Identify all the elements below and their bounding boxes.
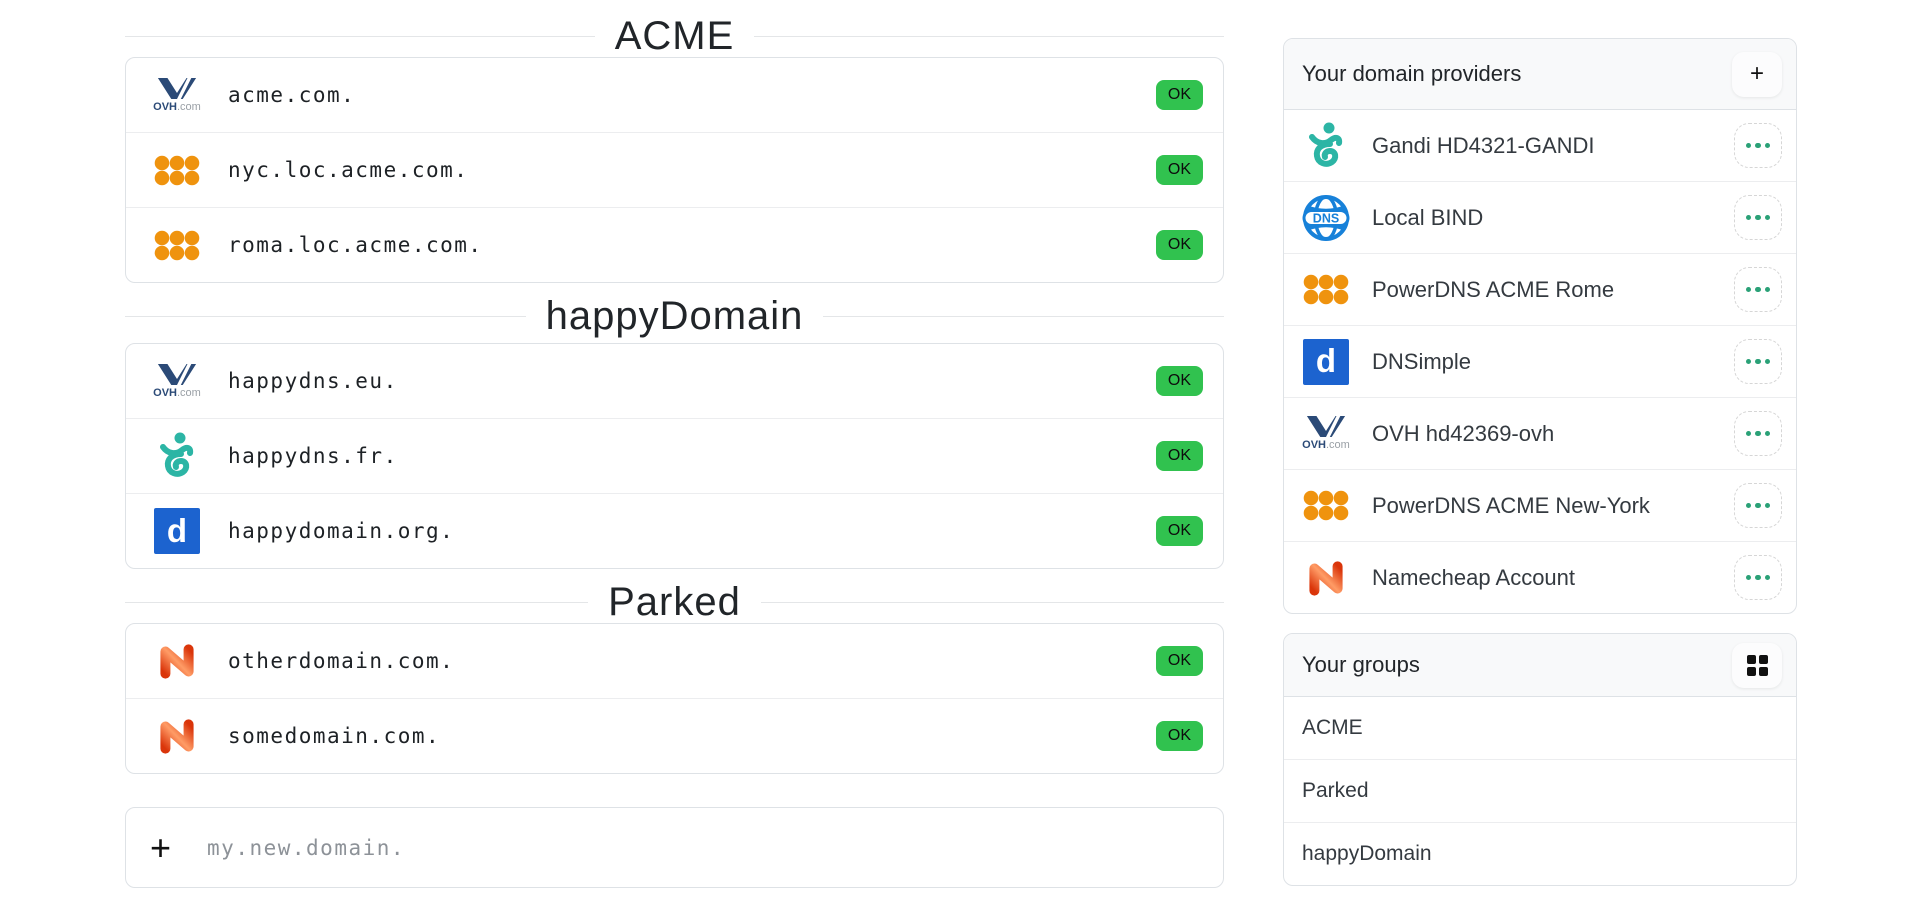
powerdns-icon: [146, 230, 208, 261]
provider-menu-button[interactable]: [1734, 411, 1782, 456]
provider-menu-button[interactable]: [1734, 483, 1782, 528]
gandi-icon: [1294, 122, 1358, 170]
provider-row[interactable]: Gandi HD4321-GANDI: [1284, 110, 1796, 182]
domain-row[interactable]: somedomain.com. OK: [126, 699, 1223, 773]
status-badge[interactable]: OK: [1155, 155, 1203, 185]
status-badge[interactable]: OK: [1155, 80, 1203, 110]
provider-menu-button[interactable]: [1734, 555, 1782, 600]
providers-card-title: Your domain providers: [1302, 61, 1522, 86]
add-provider-button[interactable]: +: [1732, 51, 1782, 97]
heading-divider: [754, 35, 1225, 37]
provider-row[interactable]: Namecheap Account: [1284, 542, 1796, 613]
status-badge[interactable]: OK: [1155, 646, 1203, 676]
provider-row[interactable]: PowerDNS ACME Rome: [1284, 254, 1796, 326]
provider-menu-button[interactable]: [1734, 123, 1782, 168]
group-title: Parked: [608, 579, 741, 624]
group-row[interactable]: ACME: [1284, 697, 1796, 760]
domain-group-card-acme: OVH.com acme.com. OK nyc.loc.acme.com. O…: [125, 57, 1224, 283]
status-badge[interactable]: OK: [1155, 230, 1203, 260]
provider-label: Local BIND: [1372, 204, 1484, 230]
providers-card-header: Your domain providers +: [1284, 39, 1796, 110]
status-badge[interactable]: OK: [1155, 516, 1203, 546]
domain-row[interactable]: otherdomain.com. OK: [126, 624, 1223, 699]
ovh-icon: OVH.com: [146, 363, 208, 399]
status-badge[interactable]: OK: [1155, 366, 1203, 396]
heading-divider: [760, 601, 1224, 603]
provider-menu-button[interactable]: [1734, 267, 1782, 312]
add-domain-card: +: [125, 807, 1224, 888]
domain-name: roma.loc.acme.com.: [228, 233, 483, 257]
status-badge[interactable]: OK: [1155, 721, 1203, 751]
group-row[interactable]: happyDomain: [1302, 842, 1432, 865]
ovh-icon: OVH.com: [146, 77, 208, 113]
namecheap-icon: [1294, 558, 1358, 598]
provider-menu-button[interactable]: [1734, 339, 1782, 384]
domain-group-card-happydomain: OVH.com happydns.eu. OK happydns.fr. OK …: [125, 343, 1224, 569]
heading-divider: [125, 35, 595, 37]
domain-name: happydns.eu.: [228, 369, 398, 393]
provider-label: PowerDNS ACME Rome: [1372, 276, 1615, 302]
provider-label: Gandi HD4321-GANDI: [1372, 132, 1595, 158]
dnsimple-icon: d: [146, 508, 208, 554]
plus-icon: +: [150, 826, 172, 868]
namecheap-icon: [146, 641, 208, 681]
domain-name: nyc.loc.acme.com.: [228, 158, 469, 182]
groups-card: Your groups ACME Parked happyDomain: [1283, 633, 1797, 886]
domain-row[interactable]: nyc.loc.acme.com. OK: [126, 133, 1223, 208]
heading-divider: [823, 315, 1225, 317]
domain-group-card-parked: otherdomain.com. OK somedomain.com. OK: [125, 623, 1224, 774]
status-badge[interactable]: OK: [1155, 441, 1203, 471]
group-title: happyDomain: [545, 293, 804, 338]
powerdns-icon: [1294, 490, 1358, 521]
heading-divider: [125, 601, 589, 603]
provider-menu-button[interactable]: [1734, 195, 1782, 240]
domain-name: happydomain.org.: [228, 519, 455, 543]
provider-label: PowerDNS ACME New-York: [1372, 492, 1650, 518]
provider-label: OVH hd42369-ovh: [1372, 420, 1555, 446]
provider-row[interactable]: OVH.com OVH hd42369-ovh: [1284, 398, 1796, 470]
domain-name: happydns.fr.: [228, 444, 398, 468]
group-title: ACME: [614, 13, 735, 58]
bind-icon: DNS: [1294, 193, 1358, 243]
powerdns-icon: [1294, 274, 1358, 305]
ovh-icon: OVH.com: [1294, 416, 1358, 451]
svg-text:DNS: DNS: [1313, 211, 1339, 225]
domain-name: acme.com.: [228, 83, 356, 107]
group-heading-acme: ACME: [125, 12, 1225, 60]
provider-row[interactable]: PowerDNS ACME New-York: [1284, 470, 1796, 542]
groups-card-title: Your groups: [1302, 652, 1420, 677]
dnsimple-icon: d: [1294, 338, 1358, 385]
provider-label: Namecheap Account: [1372, 564, 1576, 590]
grid-view-button[interactable]: [1732, 642, 1782, 688]
domain-name: somedomain.com.: [228, 724, 441, 748]
namecheap-icon: [146, 716, 208, 756]
domain-row[interactable]: happydns.fr. OK: [126, 419, 1223, 494]
powerdns-icon: [146, 155, 208, 186]
group-heading-parked: Parked: [125, 578, 1224, 626]
domain-name: otherdomain.com.: [228, 649, 455, 673]
new-domain-input[interactable]: [205, 834, 1199, 861]
domain-row[interactable]: roma.loc.acme.com. OK: [126, 208, 1223, 282]
provider-label: DNSimple: [1372, 348, 1472, 374]
provider-row[interactable]: d DNSimple: [1284, 326, 1796, 398]
provider-row[interactable]: DNS Local BIND: [1284, 182, 1796, 254]
providers-card: Your domain providers + Gandi HD4321-GAN…: [1283, 38, 1797, 614]
domain-row[interactable]: d happydomain.org. OK: [126, 494, 1223, 568]
gandi-icon: [146, 432, 208, 480]
heading-divider: [125, 315, 526, 317]
group-row[interactable]: Parked: [1284, 760, 1796, 823]
group-heading-happydomain: happyDomain: [125, 292, 1225, 340]
grid-icon: [1746, 654, 1768, 676]
groups-card-header: Your groups: [1284, 634, 1796, 697]
domain-row[interactable]: OVH.com acme.com. OK: [126, 58, 1223, 133]
domain-row[interactable]: OVH.com happydns.eu. OK: [126, 344, 1223, 419]
